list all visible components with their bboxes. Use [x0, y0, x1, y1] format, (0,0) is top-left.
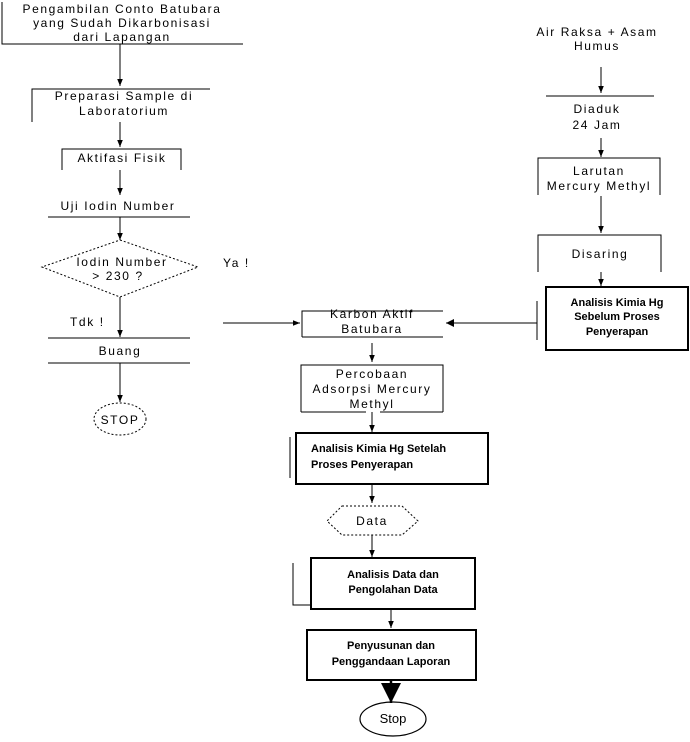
analisis-data-line-1: Analisis Data dan — [347, 569, 439, 581]
penyusunan-line-2: Penggandaan Laporan — [332, 656, 451, 668]
prep-lab-line-1: Preparasi Sample di — [55, 89, 193, 103]
larutan-line-2: Mercury Methyl — [547, 179, 651, 193]
diaduk-box: Diaduk 24 Jam — [546, 95, 654, 132]
stop-left-label: STOP — [101, 413, 140, 427]
diaduk-line-2: 24 Jam — [573, 118, 622, 132]
data-label: Data — [356, 514, 388, 528]
start-sampling-box: Pengambilan Conto Batubara yang Sudah Di… — [1, 2, 243, 45]
uji-iodin-box: Uji Iodin Number — [48, 199, 190, 218]
analisis-sebelum-line-2: Sebelum Proses — [574, 311, 660, 323]
buang-label: Buang — [99, 344, 142, 358]
penyusunan-box: Penyusunan dan Penggandaan Laporan — [306, 629, 477, 681]
disaring-label: Disaring — [572, 247, 629, 261]
percobaan-line-2: Adsorpsi Mercury — [313, 382, 432, 396]
prep-lab-box: Preparasi Sample di Laboratorium — [31, 88, 210, 122]
penyusunan-line-1: Penyusunan dan — [347, 640, 435, 652]
iodin-decision-diamond: Iodin Number > 230 ? — [40, 239, 200, 298]
analisis-data-box: Analisis Data dan Pengolahan Data — [292, 557, 476, 610]
buang-box: Buang — [48, 337, 190, 364]
karbon-line-2: Batubara — [341, 322, 403, 336]
analisis-sebelum-box: Analisis Kimia Hg Sebelum Proses Penyera… — [536, 286, 689, 351]
analisis-sebelum-line-3: Penyerapan — [586, 326, 649, 338]
ya-label: Ya ! — [223, 256, 250, 270]
diaduk-line-1: Diaduk — [574, 102, 621, 116]
start-sampling-line-1: Pengambilan Conto Batubara — [22, 2, 221, 16]
disaring-box: Disaring — [537, 234, 662, 272]
analisis-setelah-line-2: Proses Penyerapan — [311, 459, 413, 471]
stop-terminal-left: STOP — [93, 402, 147, 436]
stop-terminal-center: Stop — [359, 701, 427, 737]
right-start-line-1: Air Raksa + Asam — [536, 25, 657, 39]
decision-line-2: > 230 ? — [92, 269, 144, 283]
stop-center-label: Stop — [380, 711, 407, 726]
aktifasi-fisik-box: Aktifasi Fisik — [61, 148, 182, 170]
tdk-label: Tdk ! — [70, 315, 105, 329]
analisis-data-line-2: Pengolahan Data — [348, 584, 438, 596]
start-sampling-line-3: dari Lapangan — [73, 30, 171, 44]
analisis-sebelum-line-1: Analisis Kimia Hg — [571, 297, 664, 309]
prep-lab-line-2: Laboratorium — [79, 104, 169, 118]
karbon-aktif-box: Karbon Aktif Batubara — [301, 307, 443, 338]
start-sampling-line-2: yang Sudah Dikarbonisasi — [33, 16, 211, 30]
percobaan-line-1: Percobaan — [336, 367, 408, 381]
analisis-setelah-box: Analisis Kimia Hg Setelah Proses Penyera… — [289, 432, 489, 485]
right-start-box: Air Raksa + Asam Humus — [536, 25, 657, 53]
larutan-box: Larutan Mercury Methyl — [537, 157, 661, 195]
karbon-line-1: Karbon Aktif — [330, 307, 414, 321]
decision-line-1: Iodin Number — [76, 255, 167, 269]
percobaan-line-3: Methyl — [350, 397, 395, 411]
percobaan-box: Percobaan Adsorpsi Mercury Methyl — [300, 364, 444, 413]
uji-iodin-label: Uji Iodin Number — [61, 199, 176, 213]
right-start-line-2: Humus — [574, 39, 620, 53]
analisis-setelah-line-1: Analisis Kimia Hg Setelah — [311, 443, 446, 455]
data-decision: Data — [326, 505, 419, 536]
aktifasi-fisik-label: Aktifasi Fisik — [77, 151, 166, 165]
larutan-line-1: Larutan — [573, 164, 625, 178]
